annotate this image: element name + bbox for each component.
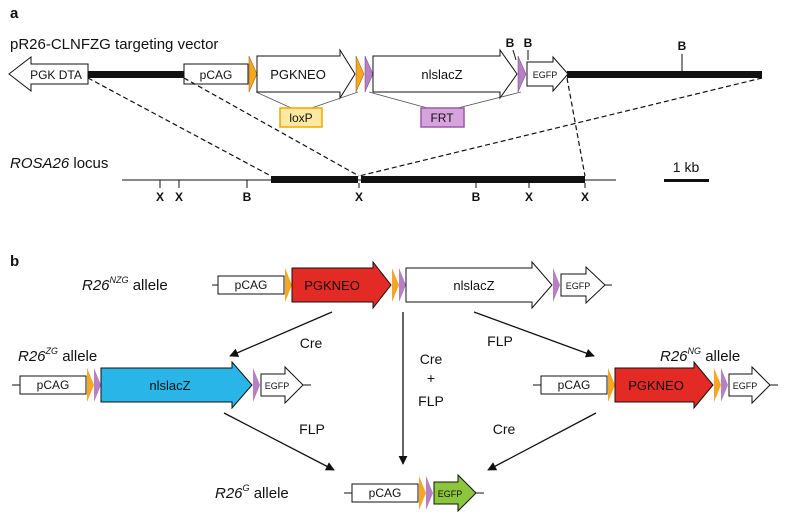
nzg-loxp-site-1 [285, 268, 292, 302]
vector-homology-arm-right [567, 71, 762, 78]
nzg-allele-label: R26NZG allele [82, 275, 168, 294]
vector-pcag-label: pCAG [200, 68, 233, 82]
zg-egfp-label: EGFP [265, 381, 290, 391]
zg-nlslacz-arrow [100, 360, 253, 410]
ng-pgkneo-label: PGKNEO [628, 378, 684, 393]
zg-frt-site-2 [253, 368, 260, 402]
frt-key-label: FRT [430, 111, 454, 125]
zg-frt-site-1 [94, 368, 101, 402]
cre-label-center: Cre [420, 351, 443, 367]
ng-frt-site [721, 368, 728, 402]
nzg-pgkneo-arrow [291, 260, 392, 310]
zg-allele-label: R26ZG allele [18, 346, 97, 365]
plus-label: + [427, 370, 435, 386]
locus-b-site-1: B [243, 190, 252, 204]
vector-pgkneo-label: PGKNEO [270, 67, 326, 82]
locus-x-site-4: X [525, 190, 533, 204]
flp-arrow-to-ng [473, 311, 595, 358]
cre-label-2: Cre [493, 421, 516, 437]
ng-egfp-label: EGFP [733, 381, 758, 391]
nzg-pcag-box [217, 275, 285, 295]
vector-pgkneo-arrow [256, 48, 356, 100]
locus-x-site-2: X [175, 190, 183, 204]
zg-loxp-site [87, 368, 94, 402]
flp-label-center: FLP [418, 393, 444, 409]
g-egfp-label: EGFP [438, 489, 463, 499]
vector-homology-arm-left [88, 71, 184, 78]
vector-b-site-2: B [524, 36, 533, 50]
ng-allele-label: R26NG allele [660, 346, 740, 365]
homology-line-3 [566, 77, 586, 177]
zg-pcag-label: pCAG [37, 378, 70, 392]
zg-egfp-arrow [260, 365, 304, 405]
vector-frt-site-2 [517, 55, 527, 93]
g-pcag-label: pCAG [369, 486, 402, 500]
nzg-egfp-arrow [560, 265, 606, 305]
ng-pgkneo-arrow [614, 360, 714, 410]
flp-label-2: FLP [299, 421, 325, 437]
cre-label-1: Cre [300, 335, 323, 351]
g-pcag-box [351, 483, 419, 503]
nzg-pgkneo-label: PGKNEO [304, 278, 360, 293]
panel-b-label: b [10, 253, 19, 270]
ng-pcag-label: pCAG [558, 378, 591, 392]
zg-pcag-box [19, 375, 87, 395]
vector-b-site-tick-1 [512, 49, 517, 61]
homology-line-4 [358, 77, 763, 177]
vector-egfp-arrow [526, 55, 569, 93]
ng-pcag-box [540, 375, 608, 395]
cre-arrow-to-g [487, 412, 597, 471]
ng-loxp-site-2 [714, 368, 721, 402]
frt-key-box [420, 107, 465, 128]
flp-label-1: FLP [487, 333, 513, 349]
scale-bar-label: 1 kb [673, 159, 700, 175]
nzg-nlslacz-label: nlslacZ [453, 278, 494, 293]
zg-nlslacz-label: nlslacZ [149, 378, 190, 393]
loxp-key-label: loxP [289, 111, 312, 125]
vector-b-site-1: B [506, 36, 515, 50]
vector-pcag-box [183, 63, 249, 85]
vector-nlslacz-arrow [372, 48, 518, 100]
homology-line-2 [183, 77, 360, 177]
g-allele-label: R26G allele [215, 483, 289, 502]
ng-egfp-arrow [728, 365, 771, 405]
locus-x-site-5: X [581, 190, 589, 204]
locus-x-site-3: X [355, 190, 363, 204]
vector-frt-site-1 [364, 55, 374, 93]
g-frt-site [426, 476, 433, 510]
homology-line-1 [87, 77, 272, 177]
nzg-nlslacz-arrow [405, 260, 553, 310]
vector-title: pR26-CLNFZG targeting vector [10, 36, 218, 53]
panel-a-label: a [10, 5, 19, 22]
vector-loxp-site-1 [248, 55, 258, 93]
pgk-dta-label: PGK DTA [30, 68, 82, 82]
scale-bar [664, 179, 709, 182]
vector-nlslacz-label: nlslacZ [421, 67, 462, 82]
nzg-frt-site-2 [553, 268, 560, 302]
nzg-frt-site-1 [399, 268, 406, 302]
locus-x-site-1: X [156, 190, 164, 204]
locus-b-site-2: B [472, 190, 481, 204]
flp-arrow-to-g [223, 412, 335, 471]
ng-loxp-site-1 [608, 368, 615, 402]
nzg-pcag-label: pCAG [235, 278, 268, 292]
locus-arm-right [361, 176, 585, 183]
vector-b-site-3: B [678, 39, 687, 53]
cre-arrow-to-zg [229, 311, 333, 357]
nzg-loxp-site-2 [392, 268, 399, 302]
locus-title: ROSA26 locus [10, 155, 108, 172]
nzg-egfp-label: EGFP [566, 281, 591, 291]
vector-egfp-label: EGFP [533, 70, 558, 80]
pgk-dta-arrow [8, 55, 89, 93]
g-loxp-site [419, 476, 426, 510]
locus-arm-left [271, 176, 358, 183]
loxp-key-box [279, 107, 323, 128]
g-egfp-arrow [433, 473, 477, 513]
vector-loxp-site-2 [355, 55, 365, 93]
